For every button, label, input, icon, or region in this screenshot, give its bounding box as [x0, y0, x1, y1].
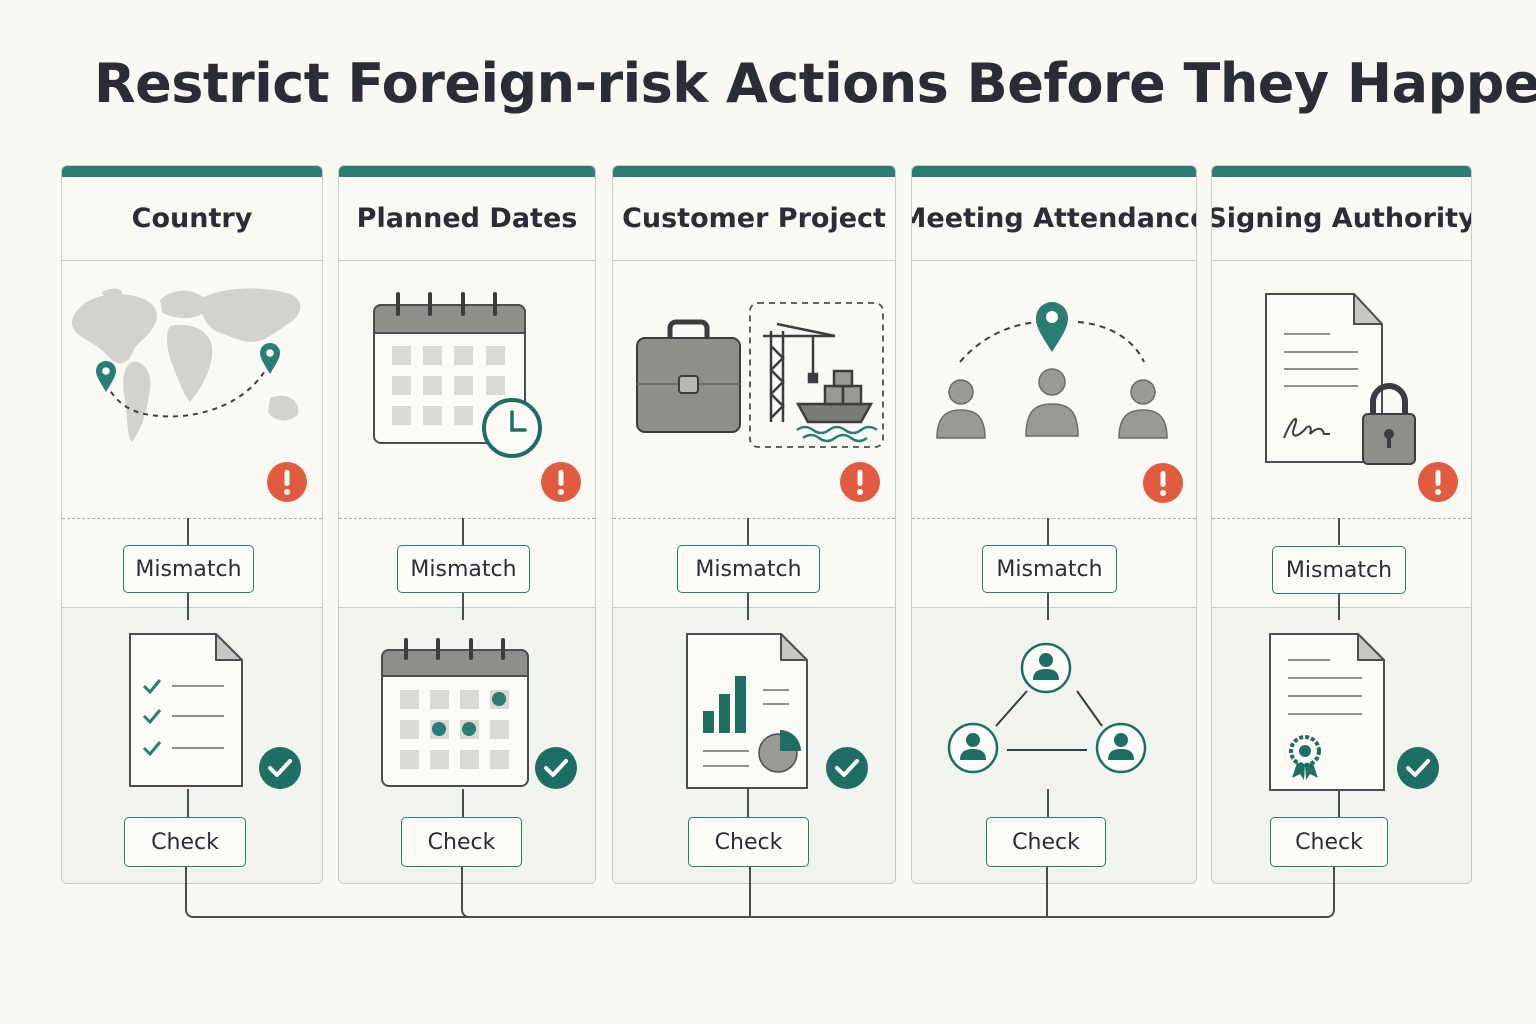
port-frame: [749, 302, 884, 448]
attendee-icon: [1118, 379, 1168, 439]
report-chart-document-icon: [686, 633, 808, 789]
check-circle-icon: [1397, 747, 1439, 789]
column-header: Planned Dates: [339, 177, 595, 261]
checklist-document-icon: [129, 633, 243, 787]
alert-icon: [267, 462, 307, 502]
mismatch-label: Mismatch: [123, 545, 254, 593]
world-map-route-icon: [72, 288, 301, 442]
column-accent-bar: [912, 166, 1196, 177]
location-pin-icon: [96, 361, 116, 392]
section-divider: [1212, 518, 1471, 519]
section-divider: [62, 518, 322, 519]
check-label: Check: [1270, 817, 1388, 867]
certificate-document-icon: [1269, 633, 1385, 791]
check-label: Check: [401, 817, 522, 867]
mismatch-label: Mismatch: [677, 545, 820, 593]
location-pin-icon: [260, 343, 280, 374]
route-line: [105, 365, 269, 418]
location-pin-icon: [1036, 302, 1068, 352]
check-circle-icon: [259, 747, 301, 789]
column-accent-bar: [613, 166, 895, 177]
column-header: Customer Project: [613, 177, 895, 261]
mismatch-label: Mismatch: [397, 545, 530, 593]
calendar-clock-icon: [373, 292, 542, 458]
column-header: Meeting Attendance: [912, 177, 1196, 261]
alert-icon: [840, 462, 880, 502]
crane-ship-icon: [763, 322, 878, 443]
attendee-icon: [1025, 368, 1079, 437]
dashed-arc: [959, 321, 1039, 363]
check-circle-icon: [535, 747, 577, 789]
section-divider: [613, 518, 895, 519]
calendar-marked-icon: [381, 638, 529, 787]
page-title: Restrict Foreign-risk Actions Before The…: [94, 52, 1536, 115]
check-label: Check: [688, 817, 809, 867]
alert-icon: [1418, 462, 1458, 502]
column-header: Signing Authority: [1212, 177, 1471, 261]
column-accent-bar: [1212, 166, 1471, 177]
column-header: Country: [62, 177, 322, 261]
check-label: Check: [986, 817, 1106, 867]
signed-document-lock-icon: [1265, 293, 1416, 465]
section-divider: [912, 518, 1196, 519]
people-network-icon: [947, 642, 1147, 774]
column-country: Country: [61, 165, 323, 884]
check-label: Check: [124, 817, 246, 867]
column-accent-bar: [62, 166, 322, 177]
mismatch-label: Mismatch: [1272, 546, 1406, 594]
column-accent-bar: [339, 166, 595, 177]
attendee-icon: [936, 379, 986, 439]
briefcase-icon: [636, 319, 741, 433]
alert-icon: [1143, 463, 1183, 503]
check-circle-icon: [826, 747, 868, 789]
section-divider: [339, 518, 595, 519]
alert-icon: [541, 462, 581, 502]
mismatch-label: Mismatch: [982, 545, 1117, 593]
